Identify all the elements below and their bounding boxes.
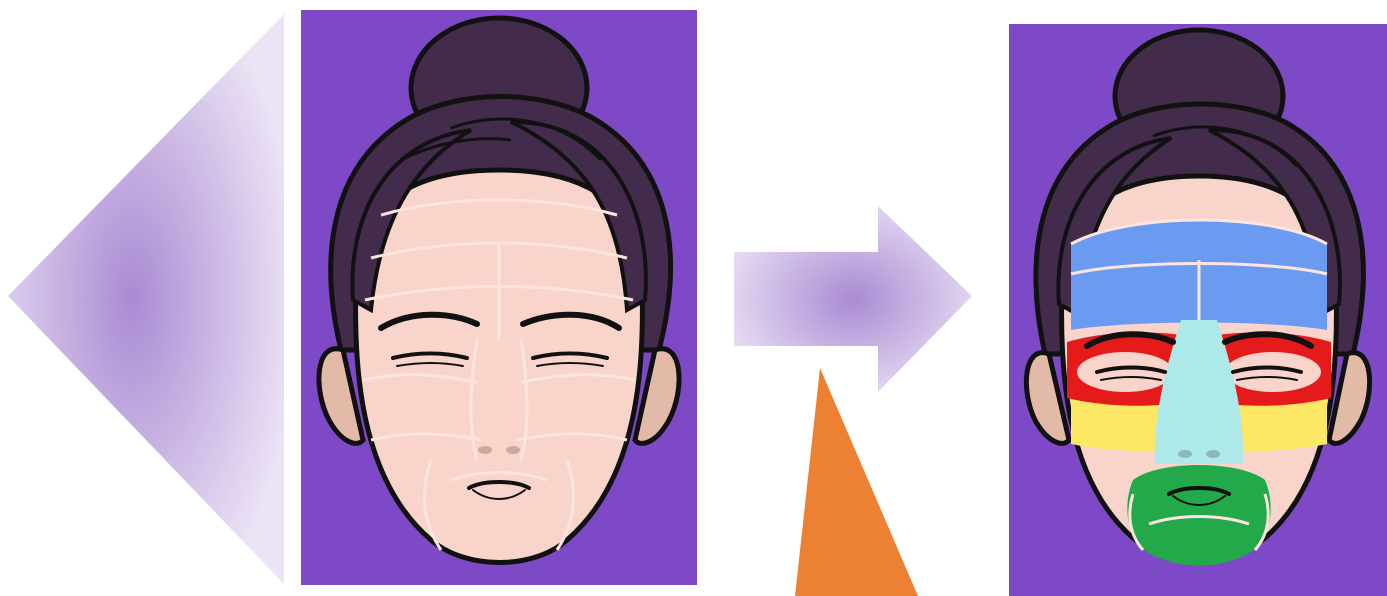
right-arrow	[734, 206, 972, 392]
left-arrow	[8, 14, 284, 584]
left-face-panel	[301, 10, 697, 585]
orange-triangle	[795, 368, 918, 596]
right-face-panel	[1009, 24, 1387, 596]
